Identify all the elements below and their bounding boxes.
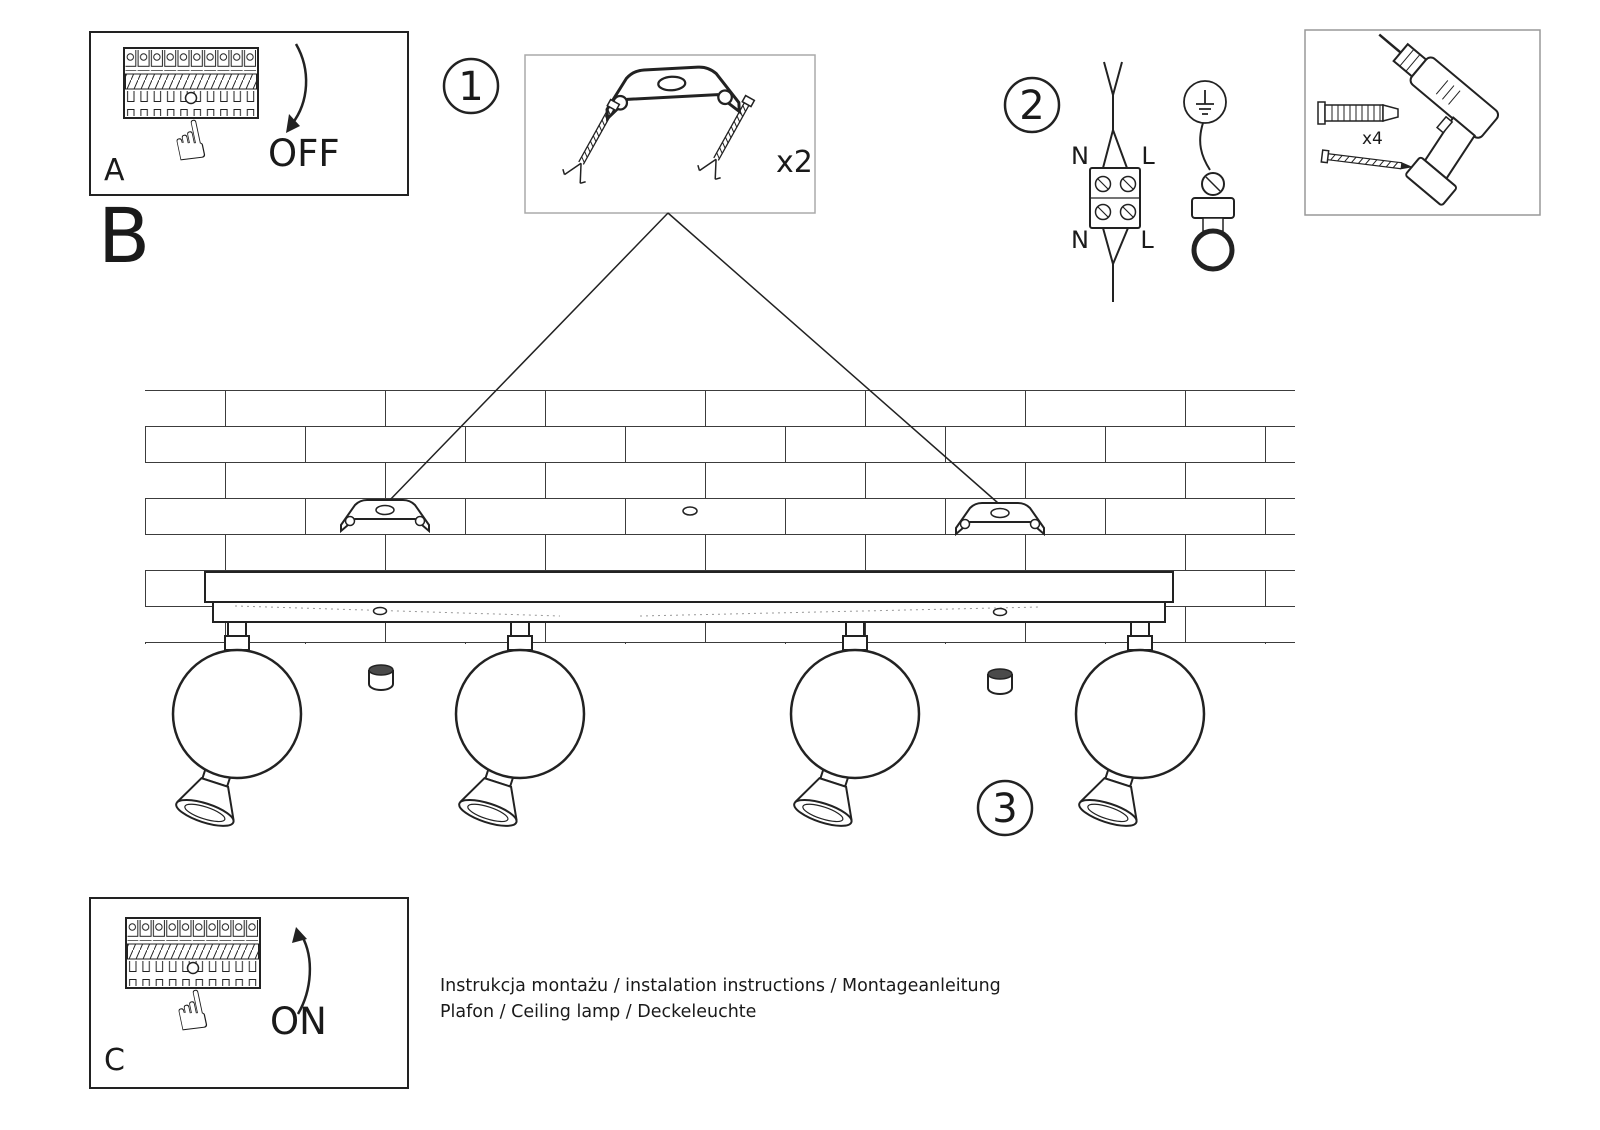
step3-badge	[976, 779, 1034, 837]
section-label: B	[98, 191, 150, 280]
step2-number: 2	[1019, 83, 1044, 129]
earth-symbol-icon	[1183, 80, 1227, 124]
panel-a-label: A	[104, 153, 125, 188]
panel-a-box: A OFF	[89, 31, 409, 196]
panel-c-state: ON	[270, 1000, 327, 1043]
wall-plug-icon	[1317, 101, 1399, 125]
drill-icon	[1378, 33, 1500, 206]
step1-group: 1 x2	[442, 54, 816, 214]
wire-label-n-bottom: N	[1071, 226, 1089, 254]
panel-c-box: C ON	[89, 897, 409, 1089]
tools-box: x4	[1304, 29, 1541, 216]
wire-label-n-top: N	[1071, 142, 1089, 170]
wire-label-l-top: L	[1141, 142, 1155, 170]
anchors-quantity: x4	[1362, 129, 1383, 149]
panel-c-label: C	[104, 1043, 125, 1078]
earth-terminal	[1191, 122, 1235, 272]
wire-label-l-bottom: L	[1140, 226, 1154, 254]
footer-line1: Instrukcja montażu / instalation instruc…	[440, 976, 1001, 996]
footer-line2: Plafon / Ceiling lamp / Deckeleuchte	[440, 1002, 756, 1022]
pilot-hole	[682, 506, 698, 516]
rail-screw-hole	[992, 607, 1008, 617]
arrow-up-icon	[296, 935, 312, 1015]
rail-screw-hole	[372, 606, 388, 616]
step3-number: 3	[992, 786, 1017, 832]
step1-number: 1	[458, 64, 483, 110]
step2-badge	[1003, 76, 1061, 134]
step1-quantity: x2	[776, 145, 813, 180]
arrow-down-icon	[291, 43, 308, 125]
step1-badge	[442, 57, 500, 115]
leader-lines	[386, 212, 999, 504]
step1-parts-box	[524, 54, 816, 214]
lamp-rail	[204, 571, 1174, 623]
step2-group: 2 N L N L	[1003, 61, 1235, 302]
screw-icon	[1320, 149, 1414, 170]
panel-a-state: OFF	[268, 132, 340, 175]
